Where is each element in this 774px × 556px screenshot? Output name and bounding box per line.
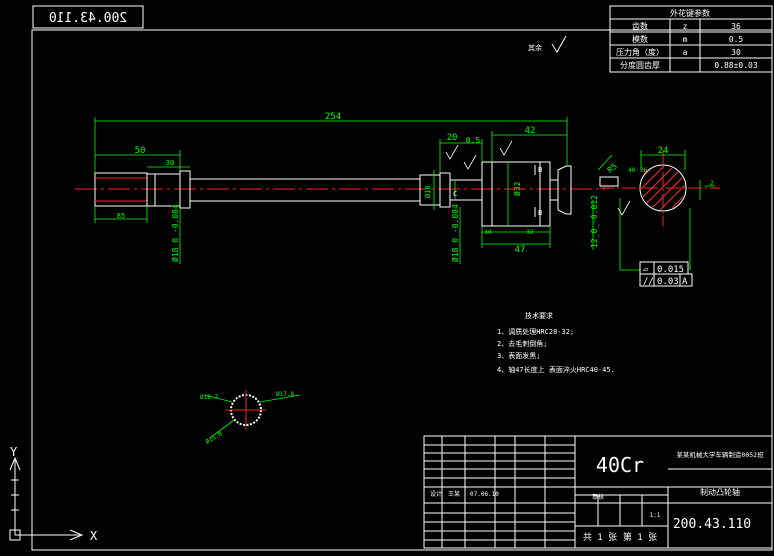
surface-finish-note: 其余 bbox=[528, 43, 542, 52]
parallel-symbol: // bbox=[643, 277, 654, 287]
tech-req-item: 1、调质处理HRC28-32; bbox=[497, 327, 574, 336]
dim-right-section: 42 bbox=[525, 126, 536, 136]
section-view bbox=[599, 150, 720, 226]
tolerance-texts: ▱ // 0.015 0.03 A bbox=[643, 265, 688, 287]
spline-table-title: 外花键参数 bbox=[670, 8, 710, 18]
mirrored-code-text: 200.43.110 bbox=[49, 11, 127, 26]
mirrored-code-box: 200.43.110 bbox=[32, 5, 144, 29]
spline-row-value: 0.5 bbox=[729, 35, 744, 44]
designer-label: 设计 bbox=[430, 490, 442, 498]
dim-overall-length: 254 bbox=[325, 112, 341, 122]
dimension-lines bbox=[94, 117, 715, 271]
dim-section-width: 24 bbox=[658, 146, 669, 156]
dim-diam-32: Ø32 bbox=[512, 181, 522, 196]
dim-left-spline: 50 bbox=[135, 146, 146, 156]
scale-text: 1:1 bbox=[650, 512, 661, 519]
surface-finish-symbol bbox=[551, 35, 567, 53]
dim-d1: 30 bbox=[166, 159, 174, 167]
company-text: 某某机械大学车辆制造0052班 bbox=[676, 450, 764, 459]
tolerance-frames bbox=[639, 261, 693, 287]
dim-d2: 85 bbox=[117, 212, 125, 220]
dim-dia-right: Ø18_0_-0.084 bbox=[450, 204, 460, 262]
dim-section-radius: R5 bbox=[606, 161, 619, 174]
spline-parameter-table bbox=[609, 5, 773, 73]
detail-label-1: Ø16.7 bbox=[200, 394, 218, 401]
tech-req-item: 4、轴47长度上 表面淬火HRC40-45. bbox=[497, 365, 615, 374]
spline-row-value: 36 bbox=[731, 22, 741, 31]
ucs-icon bbox=[9, 456, 84, 541]
sheet-no-text: 第 1 张 bbox=[623, 531, 657, 543]
flatness-value: 0.015 bbox=[657, 265, 684, 275]
technical-requirements: 技术要求 1、调质处理HRC28-32; 2、去毛刺倒角; 3、表面发黑; 4、… bbox=[497, 311, 615, 374]
datum-letter: A bbox=[682, 277, 688, 287]
detail-labels: Ø16.7 Ø17.8 Ø15.8 bbox=[200, 391, 294, 446]
dim-right-1: 10 bbox=[484, 229, 492, 236]
sheet-total-text: 共 1 张 bbox=[583, 532, 617, 543]
detail-label-3: Ø15.8 bbox=[205, 430, 224, 445]
spline-row-symbol: z bbox=[683, 22, 688, 31]
tech-req-title: 技术要求 bbox=[525, 311, 553, 320]
tech-req-item: 2、去毛刺倒角; bbox=[497, 339, 547, 348]
reviewer-label: 审核 bbox=[592, 493, 604, 501]
dim-gap-2: 2 bbox=[710, 180, 714, 187]
annot-c-label: C bbox=[453, 190, 457, 198]
ucs-y-label: Y bbox=[10, 445, 18, 459]
dim-right-3: 47 bbox=[515, 245, 526, 255]
spline-row-name: 齿数 bbox=[632, 21, 648, 31]
dim-right-2: 32 bbox=[526, 229, 534, 236]
title-labels: 设计 王某 07.06.10 审核 bbox=[430, 490, 604, 501]
section-label-b-bottom: B bbox=[538, 209, 542, 217]
dim-dia-keyway: 12_0_-0.012 bbox=[590, 195, 599, 248]
spline-row-symbol: m bbox=[683, 35, 688, 44]
spline-row-value: 30 bbox=[731, 48, 741, 57]
spline-row-name: 压力角（度） bbox=[616, 47, 664, 57]
section-labels: B B C bbox=[453, 166, 542, 217]
designer-name: 王某 bbox=[448, 491, 460, 498]
drawing-border bbox=[31, 29, 773, 551]
dim-dia-left: Ø18_0_-0.084 bbox=[170, 204, 180, 262]
spline-row-name: 模数 bbox=[632, 34, 648, 44]
dim-small-26: 26 bbox=[640, 167, 648, 174]
roughness-symbols bbox=[445, 140, 631, 216]
drawing-number-text: 200.43.110 bbox=[673, 517, 751, 532]
material-text: 40Cr bbox=[596, 453, 644, 477]
dim-flange: 20 bbox=[447, 133, 458, 143]
designer-date: 07.06.10 bbox=[470, 491, 499, 498]
tech-req-item: 3、表面发黑; bbox=[497, 351, 540, 360]
title-block bbox=[423, 435, 773, 549]
spline-row-symbol: a bbox=[683, 48, 688, 57]
part-name-text: 制动凸轮轴 bbox=[700, 487, 740, 497]
ucs-x-label: X bbox=[90, 529, 98, 543]
parallelism-value: 0.03 bbox=[657, 277, 679, 287]
dimension-texts: 254 50 30 85 42 20 0.5 10 32 47 24 R5 40… bbox=[117, 112, 714, 262]
shaft-outline bbox=[94, 161, 572, 227]
section-label-b-top: B bbox=[538, 166, 542, 174]
dim-small-40: 40 bbox=[628, 167, 636, 174]
dim-diam-small: Ø16 bbox=[424, 185, 432, 198]
spline-detail-view bbox=[204, 390, 301, 439]
flatness-symbol: ▱ bbox=[643, 265, 649, 275]
spline-table-rows: 齿数 z 36 模数 m 0.5 压力角（度） a 30 分度圆齿厚 0.88±… bbox=[616, 21, 758, 70]
spline-row-value: 0.88±0.03 bbox=[714, 61, 758, 70]
detail-label-2: Ø17.8 bbox=[276, 391, 294, 398]
dim-small-gap: 0.5 bbox=[466, 136, 481, 145]
spline-row-name: 分度圆齿厚 bbox=[620, 60, 660, 70]
